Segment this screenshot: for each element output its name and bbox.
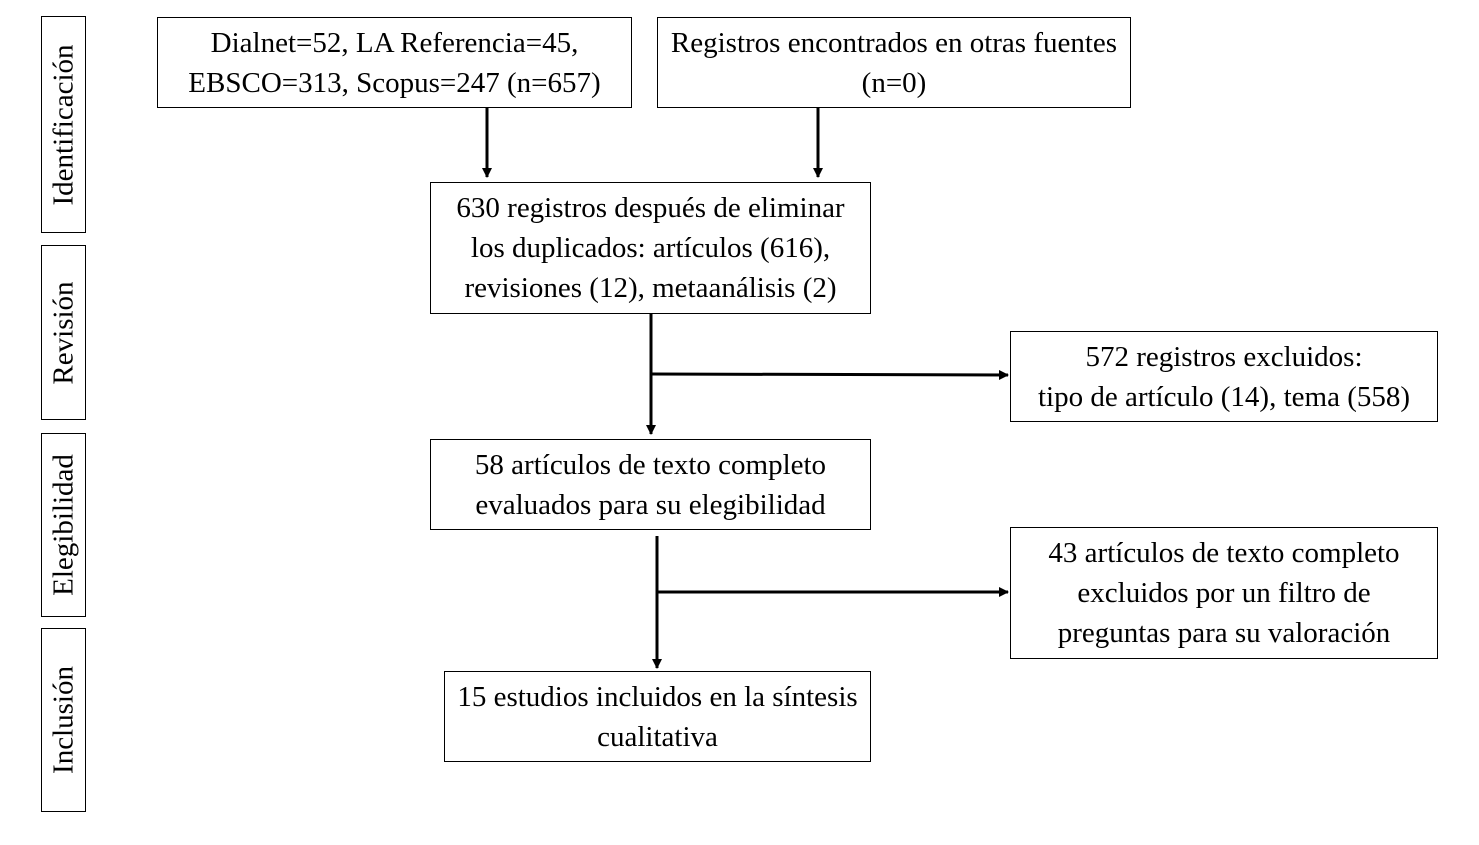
databases-box: Dialnet=52, LA Referencia=45, EBSCO=313,… — [157, 17, 632, 108]
full-text-assessed-line-2: evaluados para su elegibilidad — [475, 488, 826, 521]
excluded-records-box: 572 registros excluidos: tipo de artícul… — [1010, 331, 1438, 422]
after-duplicates-line-3: revisiones (12), metaanálisis (2) — [464, 272, 837, 304]
full-text-excluded-line-2: excluidos por un filtro de — [1077, 577, 1371, 609]
other-sources-line-1: Registros encontrados en otras fuentes — [670, 26, 1118, 59]
included-line-2: cualitativa — [597, 720, 718, 753]
excluded-records-line-2: tipo de artículo (14), tema (558) — [1037, 380, 1411, 413]
full-text-excluded-line-1: 43 artículos de texto completo — [1048, 537, 1400, 569]
stage-review: Revisión — [41, 245, 86, 420]
stage-inclusion: Inclusión — [41, 628, 86, 812]
after-duplicates-line-1: 630 registros después de eliminar — [456, 192, 845, 224]
excluded-records-line-1: 572 registros excluidos: — [1085, 340, 1363, 373]
after-duplicates-line-2: los duplicados: artículos (616), — [470, 232, 831, 264]
included-studies-box: 15 estudios incluidos en la síntesis cua… — [444, 671, 871, 762]
full-text-assessed-line-1: 58 artículos de texto completo — [474, 448, 827, 481]
databases-line-2: EBSCO=313, Scopus=247 (n=657) — [188, 66, 601, 99]
databases-line-1: Dialnet=52, LA Referencia=45, — [210, 26, 579, 59]
full-text-excluded-line-3: preguntas para su valoración — [1057, 617, 1391, 649]
full-text-assessed-box: 58 artículos de texto completo evaluados… — [430, 439, 871, 530]
included-line-1: 15 estudios incluidos en la síntesis — [457, 680, 858, 713]
other-sources-box: Registros encontrados en otras fuentes (… — [657, 17, 1131, 108]
full-text-excluded-box: 43 artículos de texto completo excluidos… — [1010, 527, 1438, 659]
stage-eligibility: Elegibilidad — [41, 433, 86, 617]
arrow-to-excluded-records — [650, 369, 1009, 380]
after-duplicates-box: 630 registros después de eliminar los du… — [430, 182, 871, 314]
stage-identification: Identificación — [41, 16, 86, 233]
other-sources-line-2: (n=0) — [861, 66, 927, 99]
